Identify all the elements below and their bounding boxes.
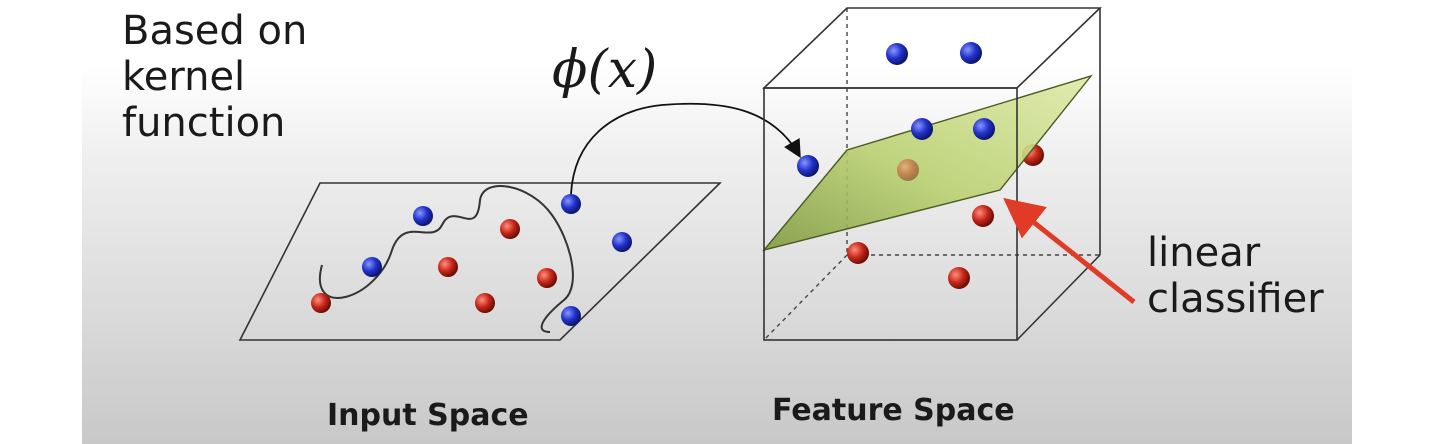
input-plane	[238, 182, 722, 341]
input-point-blue	[362, 257, 382, 277]
input-point-blue	[413, 206, 433, 226]
feature-point-red	[847, 242, 869, 264]
linear-classifier-label: linear classifier	[1147, 230, 1324, 322]
phi-mapping-label: ϕ(x)	[552, 40, 658, 100]
feature-point-blue	[886, 43, 908, 65]
input-point-blue	[561, 306, 581, 326]
nonlinear-boundary	[319, 185, 574, 333]
feature-point-blue	[960, 42, 982, 64]
separating-plane	[762, 74, 1093, 252]
feature-point-blue	[911, 118, 933, 140]
feature-space-caption: Feature Space	[772, 393, 1015, 428]
classifier-arrow	[1003, 197, 1136, 304]
feature-point-blue	[973, 118, 995, 140]
input-point-red	[311, 293, 331, 313]
feature-point-blue	[797, 155, 819, 177]
feature-point-red	[972, 205, 994, 227]
input-point-red	[537, 268, 557, 288]
feature-point-red	[948, 267, 970, 289]
input-point-red	[475, 293, 495, 313]
cube-hidden-edges	[763, 8, 1100, 341]
input-point-red	[438, 257, 458, 277]
input-space-caption: Input Space	[327, 398, 529, 433]
kernel-diagram	[238, 7, 1136, 341]
input-point-blue	[561, 194, 581, 214]
mapping-arrow	[570, 102, 801, 195]
kernel-note: Based on kernel function	[122, 8, 308, 146]
input-point-blue	[612, 232, 632, 252]
input-point-red	[500, 219, 520, 239]
slide: Based on kernel function ϕ(x) linear cla…	[82, 0, 1352, 444]
feature-point-red	[897, 159, 919, 181]
